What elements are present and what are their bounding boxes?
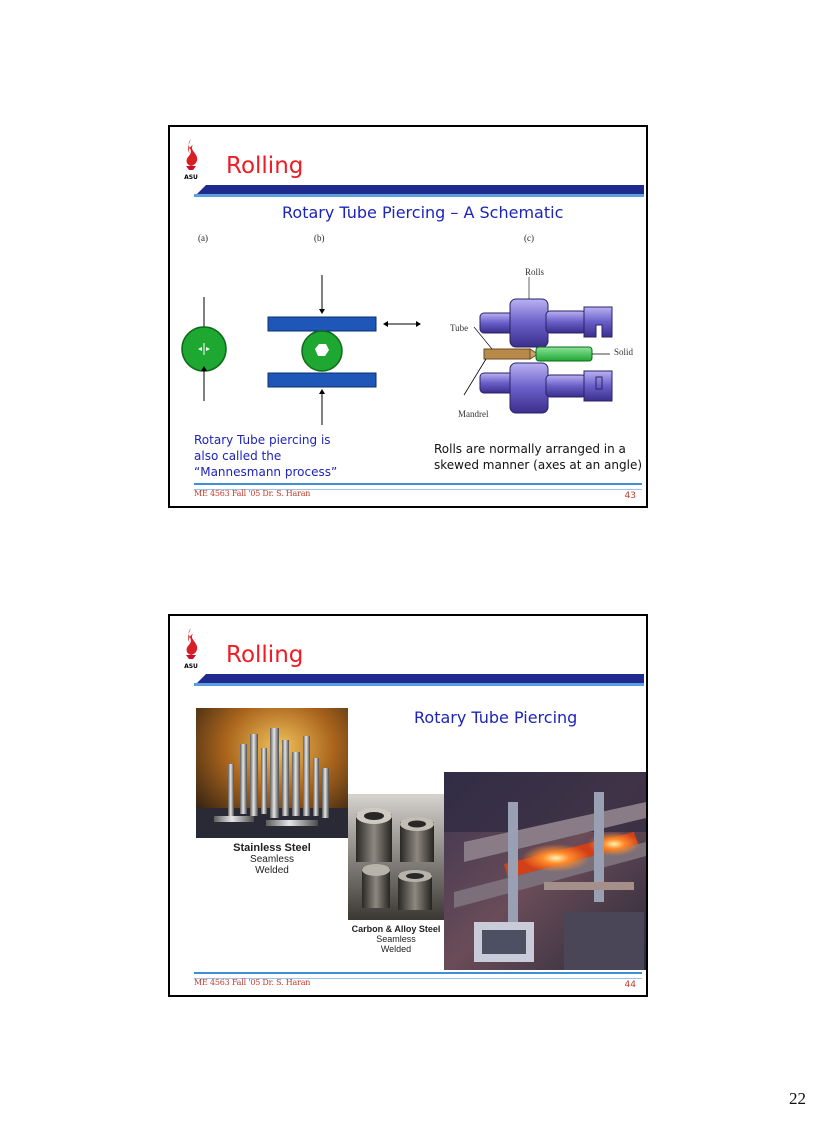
stainless-steel-caption: Stainless Steel Seamless Welded [196, 842, 348, 876]
footer-course-info: ME 4563 Fall '05 Dr. S. Haran [194, 489, 311, 498]
caption-line: Seamless [376, 934, 416, 944]
panel-c-roll-diagram [463, 277, 613, 414]
panel-a-diagram [181, 297, 227, 401]
footer-course-info: ME 4563 Fall '05 Dr. S. Haran [194, 978, 311, 987]
caption-line: Welded [380, 944, 412, 954]
carbon-alloy-steel-tubes-photo [348, 794, 444, 920]
label-mandrel: Mandrel [458, 409, 489, 419]
slide-subtitle: Rotary Tube Piercing – A Schematic [282, 203, 564, 222]
slide-title: Rolling [226, 642, 304, 668]
slide-subtitle: Rotary Tube Piercing [414, 708, 578, 727]
slide-43: ASU Rolling Rotary Tube Piercing – A Sch… [168, 125, 648, 508]
asu-torch-logo-icon: ASU [184, 139, 198, 181]
title-underline-bar [194, 674, 644, 686]
asu-torch-logo-icon: ASU [184, 628, 198, 670]
svg-text:ASU: ASU [184, 663, 198, 670]
title-underline-bar [194, 185, 644, 197]
footer-divider [194, 972, 642, 979]
panel-label-a: (a) [198, 233, 208, 243]
carbon-alloy-steel-caption: Carbon & Alloy Steel Seamless Welded [346, 924, 446, 954]
rotary-piercing-mill-photo [444, 772, 646, 970]
panel-label-b: (b) [314, 233, 325, 243]
slide-number: 44 [624, 980, 636, 990]
panel-b-diagram [267, 275, 421, 425]
caption-title: Stainless Steel [233, 842, 311, 854]
slide-title: Rolling [226, 153, 304, 179]
slide-number: 43 [624, 491, 636, 501]
caption-line: Seamless [250, 854, 294, 865]
skewed-rolls-note: Rolls are normally arranged in a skewed … [434, 442, 643, 472]
svg-text:ASU: ASU [184, 174, 198, 181]
stainless-steel-tubes-photo [196, 708, 348, 838]
label-tube: Tube [450, 323, 469, 333]
caption-title: Carbon & Alloy Steel [351, 924, 441, 934]
panel-label-c: (c) [524, 233, 534, 243]
label-rolls: Rolls [525, 267, 545, 277]
footer-divider [194, 483, 642, 490]
slide-44: ASU Rolling Rotary Tube Piercing [168, 614, 648, 997]
page-number: 22 [789, 1089, 806, 1108]
label-solid: Solid [614, 347, 634, 357]
mannesmann-note: Rotary Tube piercing is also called the … [194, 433, 338, 479]
caption-line: Welded [255, 865, 289, 876]
